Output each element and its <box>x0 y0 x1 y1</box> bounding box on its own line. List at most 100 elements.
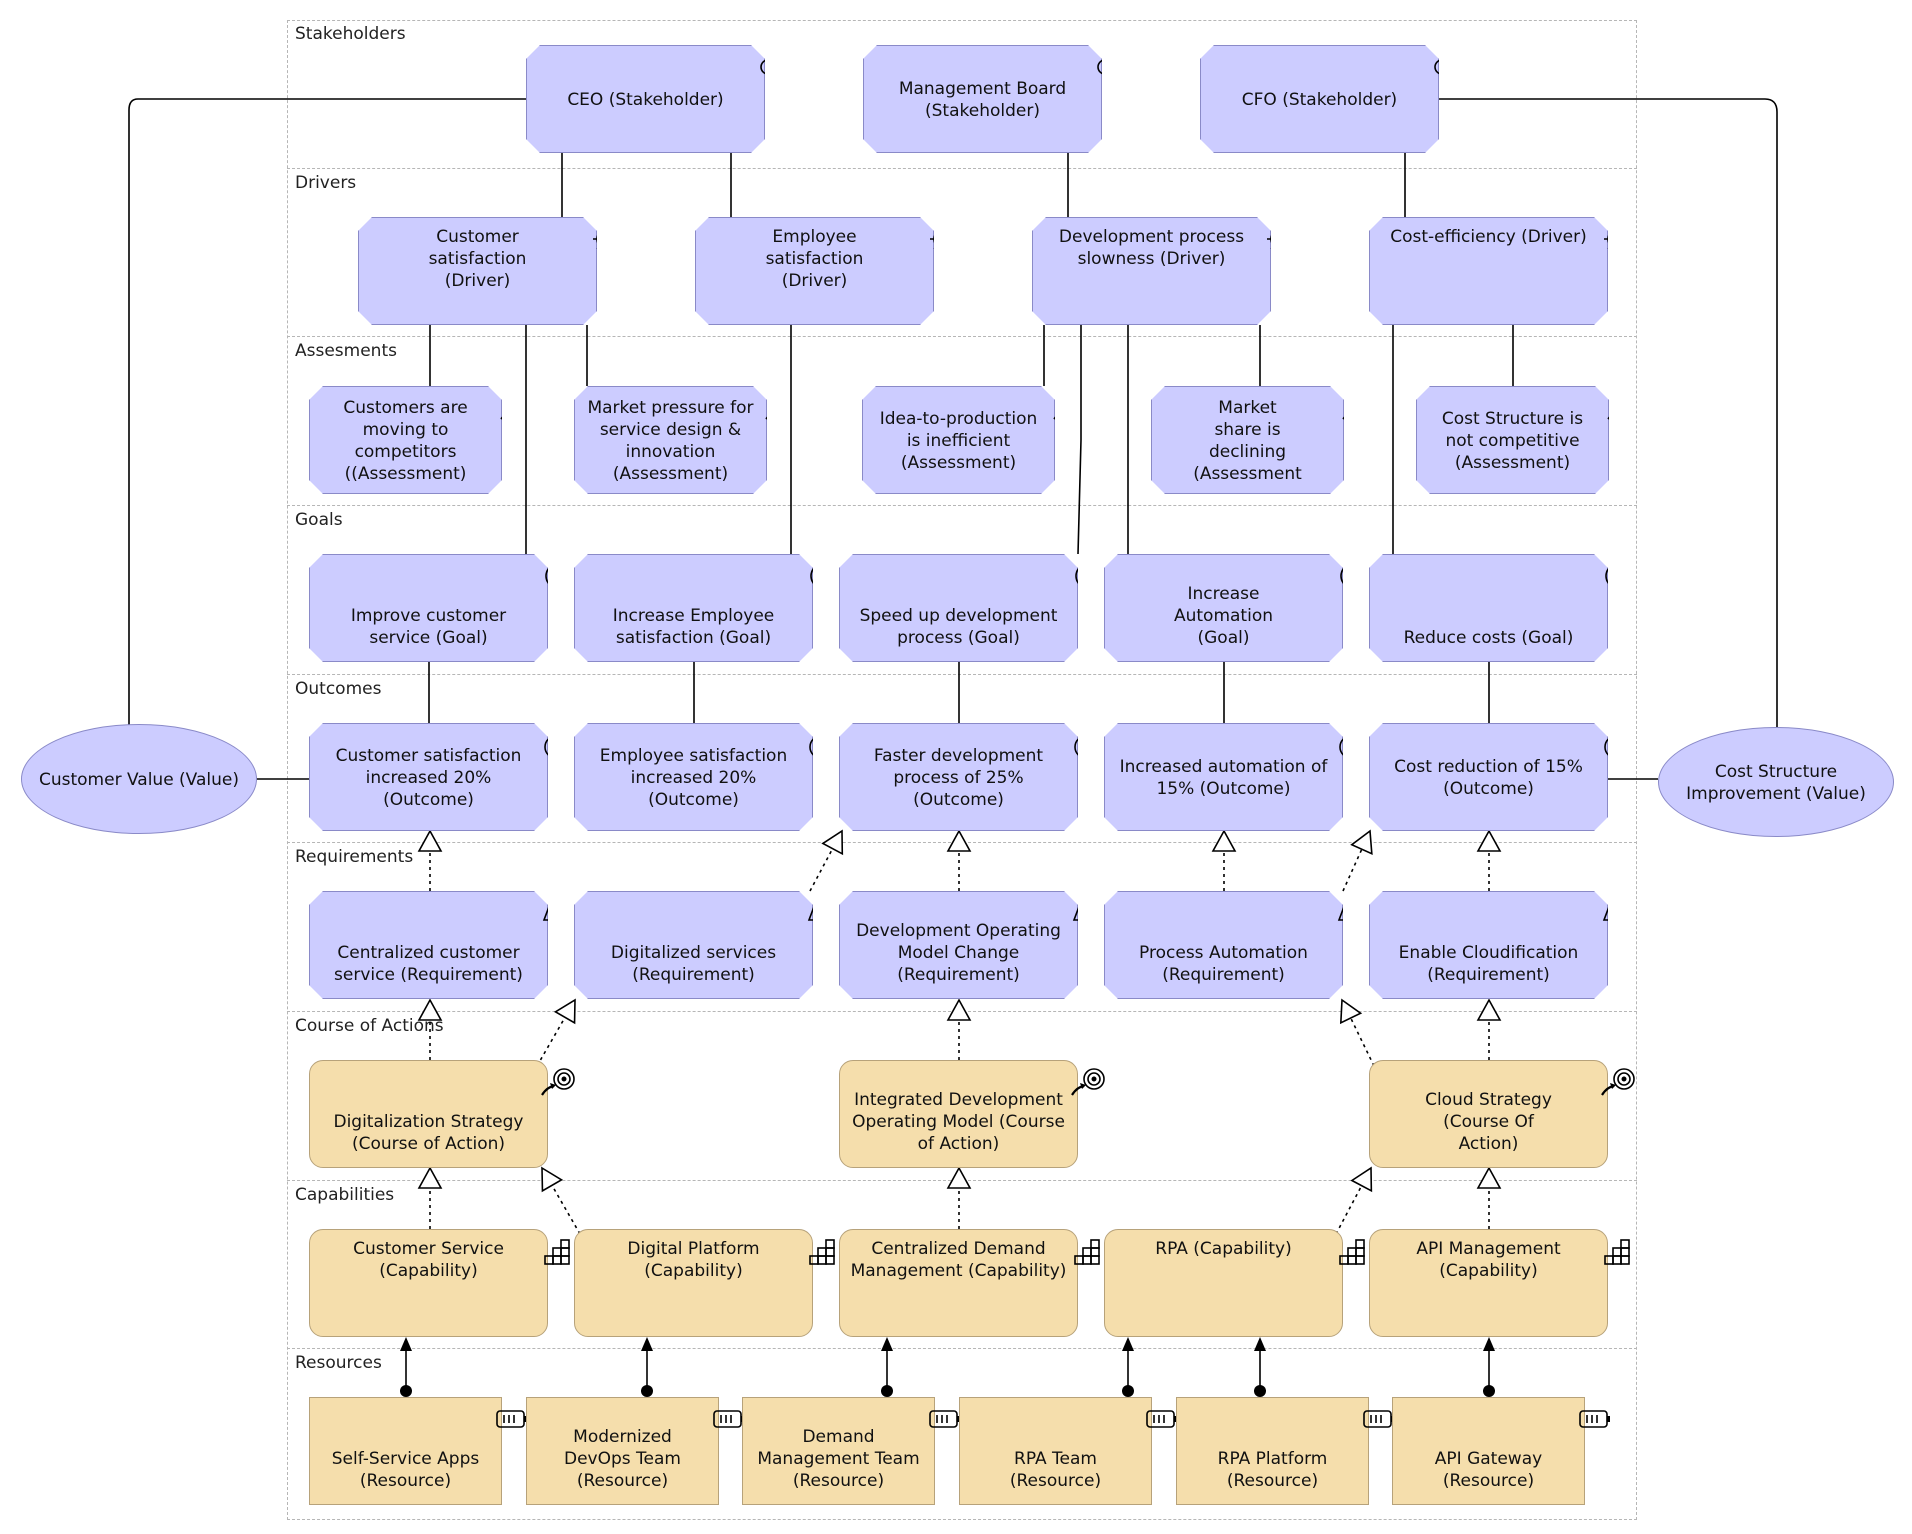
goals-speed-dev[interactable]: Speed up development process (Goal) <box>839 554 1078 662</box>
lane-label: Resources <box>295 1353 382 1373</box>
realization-arrowhead <box>946 829 972 852</box>
node-label: Faster development process of 25% (Outco… <box>873 746 1044 810</box>
goals-improve-cs[interactable]: Improve customer service (Goal) <box>309 554 548 662</box>
assignment-arrowhead <box>1254 1337 1266 1351</box>
node-label: Cost reduction of 15% (Outcome) <box>1394 757 1583 799</box>
node-label: RPA (Capability) <box>1155 1239 1292 1259</box>
resources-demand-team[interactable]: Demand Management Team (Resource) <box>742 1397 960 1505</box>
node-label: Market share is declining (Assessment <box>1193 398 1302 484</box>
requirements-digital-services[interactable]: Digitalized services (Requirement) <box>574 891 813 999</box>
goals-inc-auto[interactable]: Increase Automation (Goal) <box>1104 554 1343 662</box>
node-label: Increased automation of 15% (Outcome) <box>1119 757 1328 799</box>
drivers-dev-slow[interactable]: Development process slowness (Driver) <box>1032 217 1271 325</box>
realization-arrowhead <box>1350 1166 1373 1193</box>
value-label: Customer Value (Value) <box>38 770 239 790</box>
assignment-arrowhead <box>400 1337 412 1351</box>
assignment-arrowhead <box>641 1337 653 1351</box>
realization-line <box>1335 1185 1363 1235</box>
lane-label: Requirements <box>295 847 414 867</box>
node-label: Customer satisfaction (Driver) <box>428 227 527 291</box>
realization-arrowhead <box>946 998 972 1021</box>
course-of-actions-cloud-strategy[interactable]: Cloud Strategy (Course Of Action) <box>1369 1060 1635 1168</box>
lane-stakeholders: Stakeholders <box>287 20 1637 168</box>
realization-arrowhead <box>541 1166 564 1193</box>
realization-arrowhead <box>1476 829 1502 852</box>
resources-rpa-platform[interactable]: RPA Platform (Resource) <box>1176 1397 1394 1505</box>
lane-goals: Goals <box>287 505 1637 674</box>
assessments-cost-struct[interactable]: Cost Structure is not competitive (Asses… <box>1416 386 1609 494</box>
node-label: Digitalized services (Requirement) <box>610 943 777 985</box>
stakeholders-board[interactable]: Management Board (Stakeholder) <box>863 45 1102 153</box>
outcomes-emp-sat-20[interactable]: Employee satisfaction increased 20% (Out… <box>574 723 813 831</box>
outcomes-cost-red[interactable]: Cost reduction of 15% (Outcome) <box>1369 723 1608 831</box>
lane-label: Assesments <box>295 341 397 361</box>
capabilities-api-mgmt[interactable]: API Management (Capability) <box>1369 1229 1630 1337</box>
node-label: Reduce costs (Goal) <box>1403 628 1574 648</box>
lane-label: Drivers <box>295 173 357 193</box>
realization-arrowhead <box>417 998 443 1021</box>
outcomes-cust-sat-20[interactable]: Customer satisfaction increased 20% (Out… <box>309 723 548 831</box>
capabilities-demand-mgmt[interactable]: Centralized Demand Management (Capabilit… <box>839 1229 1100 1337</box>
node-label: API Gateway (Resource) <box>1434 1449 1543 1491</box>
realization-arrowhead <box>821 829 844 856</box>
resources-devops-team[interactable]: Modernized DevOps Team (Resource) <box>526 1397 744 1505</box>
resources-rpa-team[interactable]: RPA Team (Resource) <box>959 1397 1177 1505</box>
drivers-cust-sat[interactable]: Customer satisfaction (Driver) <box>358 217 597 325</box>
resources-api-gateway[interactable]: API Gateway (Resource) <box>1392 1397 1610 1505</box>
node-label: Employee satisfaction (Driver) <box>765 227 864 291</box>
assessments-idea-prod[interactable]: Idea-to-production is inefficient (Asses… <box>862 386 1055 494</box>
assignment-arrowhead <box>881 1337 893 1351</box>
assessments-market-share[interactable]: Market share is declining (Assessment <box>1151 386 1344 494</box>
requirements-dev-op-model[interactable]: Development Operating Model Change (Requ… <box>839 891 1078 999</box>
drivers-emp-sat[interactable]: Employee satisfaction (Driver) <box>695 217 934 325</box>
node-label: Self-Service Apps (Resource) <box>331 1449 480 1491</box>
node-label: Increase Automation (Goal) <box>1173 584 1273 648</box>
node-label: Demand Management Team (Resource) <box>757 1427 920 1491</box>
requirements-cloudification[interactable]: Enable Cloudification (Requirement) <box>1369 891 1608 999</box>
lane-label: Course of Actions <box>295 1016 444 1036</box>
realization-arrowhead <box>417 829 443 852</box>
requirements-central-cs[interactable]: Centralized customer service (Requiremen… <box>309 891 548 999</box>
goals-inc-emp[interactable]: Increase Employee satisfaction (Goal) <box>574 554 813 662</box>
outcomes-inc-auto-15[interactable]: Increased automation of 15% (Outcome) <box>1104 723 1343 831</box>
requirements-process-auto[interactable]: Process Automation (Requirement) <box>1104 891 1343 999</box>
node-label: RPA Platform (Resource) <box>1217 1449 1328 1491</box>
lane-label: Stakeholders <box>295 24 406 44</box>
capabilities-rpa[interactable]: RPA (Capability) <box>1104 1229 1365 1337</box>
lane-drivers: Drivers <box>287 168 1637 336</box>
goals-reduce-costs[interactable]: Reduce costs (Goal) <box>1369 554 1608 662</box>
value-customer-value[interactable]: Customer Value (Value) <box>21 724 257 834</box>
stakeholders-ceo[interactable]: CEO (Stakeholder) <box>526 45 765 153</box>
node-label: Modernized DevOps Team (Resource) <box>564 1427 681 1491</box>
realization-arrowhead <box>1476 998 1502 1021</box>
stakeholders-cfo[interactable]: CFO (Stakeholder) <box>1200 45 1439 153</box>
value-cost-structure-improvement[interactable]: Cost Structure Improvement (Value) <box>1658 727 1894 837</box>
association-line <box>1439 98 1778 729</box>
realization-line <box>809 848 834 892</box>
assignment-arrowhead <box>1122 1337 1134 1351</box>
assessments-cust-moving[interactable]: Customers are moving to competitors ((As… <box>309 386 502 494</box>
capabilities-digital-platform[interactable]: Digital Platform (Capability) <box>574 1229 835 1337</box>
capabilities-customer-service[interactable]: Customer Service (Capability) <box>309 1229 570 1337</box>
node-label: Centralized customer service (Requiremen… <box>334 943 523 985</box>
node-label: Speed up development process (Goal) <box>859 606 1058 648</box>
drivers-cost-eff[interactable]: Cost-efficiency (Driver) <box>1369 217 1608 325</box>
node-label: Increase Employee satisfaction (Goal) <box>612 606 775 648</box>
node-label: Market pressure for service design & inn… <box>587 398 754 484</box>
lane-resources: Resources <box>287 1348 1637 1520</box>
course-of-actions-digital-strategy[interactable]: Digitalization Strategy (Course of Actio… <box>309 1060 575 1168</box>
node-label: Employee satisfaction increased 20% (Out… <box>599 746 788 810</box>
assessments-market-pressure[interactable]: Market pressure for service design & inn… <box>574 386 767 494</box>
lane-label: Capabilities <box>295 1185 395 1205</box>
realization-arrowhead <box>1339 998 1363 1025</box>
course-of-actions-integrated-dev[interactable]: Integrated Development Operating Model (… <box>839 1060 1105 1168</box>
realization-line <box>536 1016 566 1067</box>
value-label: Cost Structure Improvement (Value) <box>1686 762 1866 804</box>
lane-outcomes: Outcomes <box>287 674 1637 842</box>
outcomes-faster-dev[interactable]: Faster development process of 25% (Outco… <box>839 723 1078 831</box>
resources-self-service[interactable]: Self-Service Apps (Resource) <box>309 1397 527 1505</box>
realization-arrowhead <box>1350 829 1373 856</box>
realization-arrowhead <box>553 998 576 1025</box>
